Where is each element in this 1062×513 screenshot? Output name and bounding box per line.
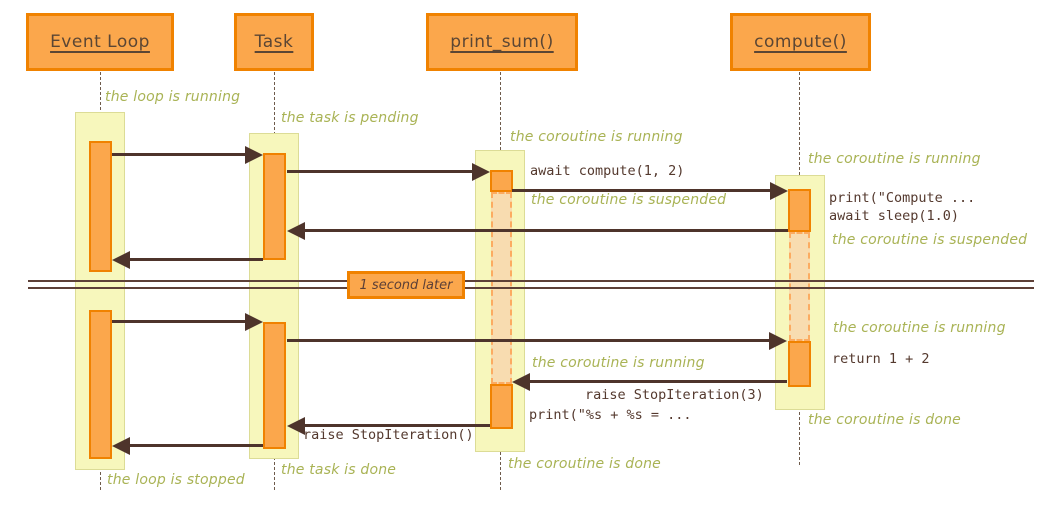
annotation-print-sum-running-2: the coroutine is running <box>532 355 705 371</box>
message-await-sleep: await sleep(1.0) <box>829 208 960 224</box>
participant-label-print-sum: print_sum() <box>450 32 554 52</box>
participant-compute: compute() <box>730 13 871 71</box>
arrowhead-right-icon <box>245 313 263 331</box>
arrow-print-sum-to-task <box>303 424 490 427</box>
activation-bar-event-loop-2 <box>89 310 112 459</box>
arrow-compute-to-task <box>303 229 788 232</box>
participant-label-event-loop: Event Loop <box>50 32 150 52</box>
annotation-compute-done: the coroutine is done <box>808 412 961 428</box>
arrowhead-left-icon <box>112 251 130 269</box>
annotation-loop-running: the loop is running <box>105 89 241 105</box>
activation-bar-task-2 <box>263 322 286 449</box>
arrow-task-to-loop-1 <box>128 258 263 261</box>
annotation-print-sum-suspended: the coroutine is suspended <box>531 192 727 208</box>
annotation-compute-running-2: the coroutine is running <box>833 320 1006 336</box>
arrowhead-right-icon <box>472 163 490 181</box>
arrowhead-right-icon <box>245 146 263 164</box>
annotation-task-pending: the task is pending <box>281 110 419 126</box>
annotation-compute-suspended: the coroutine is suspended <box>832 232 1028 248</box>
message-print-compute: print("Compute ... <box>829 190 976 206</box>
participant-label-compute: compute() <box>754 32 847 52</box>
participant-print-sum: print_sum() <box>426 13 578 71</box>
participant-label-task: Task <box>254 32 294 52</box>
arrow-loop-to-task-2 <box>112 320 247 323</box>
activation-bar-compute-1 <box>788 189 811 232</box>
arrow-task-to-print-sum <box>287 170 474 173</box>
annotation-compute-running-1: the coroutine is running <box>808 151 981 167</box>
divider-line-bottom <box>28 287 1034 289</box>
annotation-print-sum-done: the coroutine is done <box>508 456 661 472</box>
annotation-loop-stopped: the loop is stopped <box>107 472 245 488</box>
message-raise-stopiteration: raise StopIteration() <box>303 427 474 443</box>
activation-bar-print-sum-1 <box>490 170 513 192</box>
message-raise-stopiteration-3: raise StopIteration(3) <box>585 387 764 403</box>
participant-event-loop: Event Loop <box>26 13 174 71</box>
divider-line-top <box>28 280 1034 282</box>
activation-bar-task-1 <box>263 153 286 260</box>
activation-bar-compute-2 <box>788 341 811 387</box>
activation-bar-event-loop-1 <box>89 141 112 272</box>
message-await-compute: await compute(1, 2) <box>530 163 685 179</box>
annotation-task-done: the task is done <box>281 462 397 478</box>
participant-task: Task <box>234 13 314 71</box>
arrowhead-left-icon <box>287 417 305 435</box>
arrow-loop-to-task-1 <box>112 153 247 156</box>
arrowhead-right-icon <box>770 182 788 200</box>
arrow-print-sum-to-compute <box>512 189 772 192</box>
annotation-print-sum-running-1: the coroutine is running <box>510 129 683 145</box>
divider-label-box: 1 second later <box>347 271 465 299</box>
arrowhead-left-icon <box>512 373 530 391</box>
divider-label: 1 second later <box>359 277 453 293</box>
message-print-format: print("%s + %s = ... <box>529 407 692 423</box>
arrow-compute-to-print-sum <box>528 380 787 383</box>
suspended-bar-compute <box>789 232 810 341</box>
activation-bar-print-sum-2 <box>490 384 513 429</box>
arrowhead-left-icon <box>112 437 130 455</box>
arrowhead-left-icon <box>287 222 305 240</box>
arrowhead-right-icon <box>769 332 787 350</box>
message-return-1-2: return 1 + 2 <box>832 351 930 367</box>
arrow-task-to-loop-2 <box>128 444 263 447</box>
arrow-task-to-compute <box>287 339 771 342</box>
